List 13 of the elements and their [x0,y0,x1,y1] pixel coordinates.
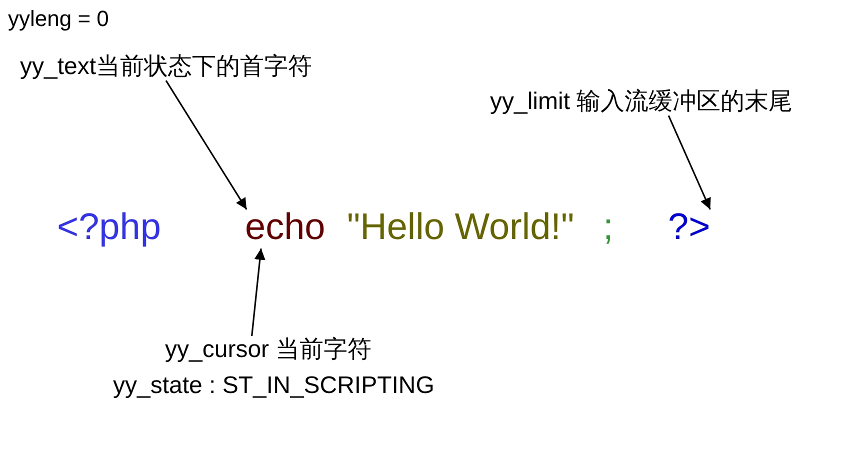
arrow [165,80,248,210]
code-tag: <?php [57,206,161,249]
arrow [668,115,711,210]
state-text: yy_state : ST_IN_SCRIPTING [113,372,434,400]
code-tag: ?> [668,206,710,249]
arrow [251,248,266,336]
code-punctuation: ; [603,206,614,249]
annotation-text: yy_limit 输入流缓冲区的末尾 [490,88,793,116]
annotation-text: yy_text当前状态下的首字符 [20,53,312,81]
code-keyword: echo [245,206,326,249]
variable-text: yyleng = 0 [8,6,109,32]
annotation-text: yy_cursor 当前字符 [165,336,372,364]
code-string: "Hello World!" [347,206,574,249]
